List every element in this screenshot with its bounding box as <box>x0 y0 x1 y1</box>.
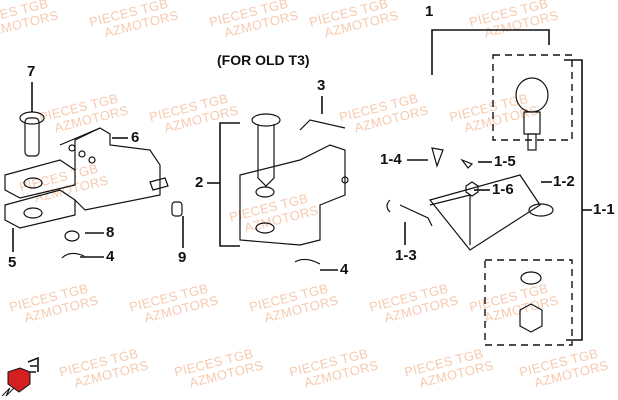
callout-5: 5 <box>8 254 17 271</box>
leader-lines <box>12 29 592 341</box>
callout-7: 7 <box>27 63 36 80</box>
callout-4-left: 4 <box>106 248 115 265</box>
callout-1-6: 1-6 <box>492 181 514 198</box>
shield-f-logo <box>1 356 39 397</box>
hitch-bracket-left <box>4 111 183 259</box>
assembly-boxes <box>484 54 573 346</box>
note-old-t3: (FOR OLD T3) <box>217 52 310 68</box>
callout-2: 2 <box>195 174 204 191</box>
callout-3: 3 <box>317 77 326 94</box>
callout-1-5: 1-5 <box>494 153 516 170</box>
callout-1: 1 <box>425 3 434 20</box>
callout-1-3: 1-3 <box>395 247 417 264</box>
callout-1-2: 1-2 <box>553 173 575 190</box>
receiver-hitch-right <box>386 77 554 333</box>
callout-6: 6 <box>131 129 140 146</box>
callout-1-4: 1-4 <box>380 151 402 168</box>
callout-1-1: 1-1 <box>593 201 615 218</box>
callout-4-middle: 4 <box>340 261 349 278</box>
hitch-bracket-middle <box>239 113 349 265</box>
callout-9: 9 <box>178 249 187 266</box>
callout-8: 8 <box>106 224 115 241</box>
